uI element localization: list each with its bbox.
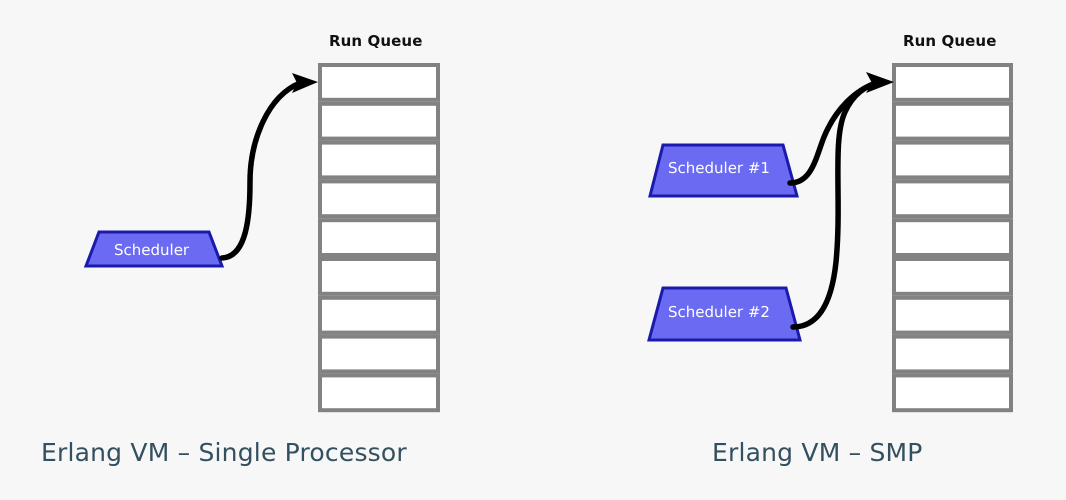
queue-cell [892, 101, 1013, 141]
scheduler-1-node-shape[interactable] [648, 143, 799, 198]
queue-cell [892, 334, 1013, 374]
queue-cell [892, 373, 1013, 413]
scheduler-2-node-shape[interactable] [647, 286, 802, 342]
arrowhead-icon [866, 72, 894, 93]
flow-arrow-scheduler-1-to-queue [787, 80, 879, 186]
flow-arrow-scheduler-to-queue [219, 73, 318, 261]
queue-cell [892, 140, 1013, 180]
queue-cell [892, 257, 1013, 296]
queue-cell [318, 63, 440, 102]
run-queue-title-left: Run Queue [329, 32, 423, 50]
queue-cell [318, 218, 440, 257]
queue-cell [318, 140, 440, 180]
queue-cell [318, 334, 440, 374]
panel-caption-smp: Erlang VM – SMP [712, 438, 923, 467]
queue-cell [318, 179, 440, 219]
queue-cell [892, 295, 1013, 335]
run-queue-left [318, 63, 440, 413]
queue-cell [318, 373, 440, 413]
queue-cell [318, 295, 440, 335]
scheduler-node-shape[interactable] [83, 230, 225, 268]
flow-arrow-scheduler-2-to-queue [790, 80, 880, 330]
queue-cell [892, 63, 1013, 102]
queue-cell [892, 218, 1013, 257]
panel-caption-single-processor: Erlang VM – Single Processor [41, 438, 407, 467]
run-queue-right [892, 63, 1013, 413]
queue-cell [318, 101, 440, 141]
queue-cell [318, 257, 440, 296]
run-queue-title-right: Run Queue [903, 32, 997, 50]
arrowhead-icon [292, 73, 318, 93]
queue-cell [892, 179, 1013, 219]
